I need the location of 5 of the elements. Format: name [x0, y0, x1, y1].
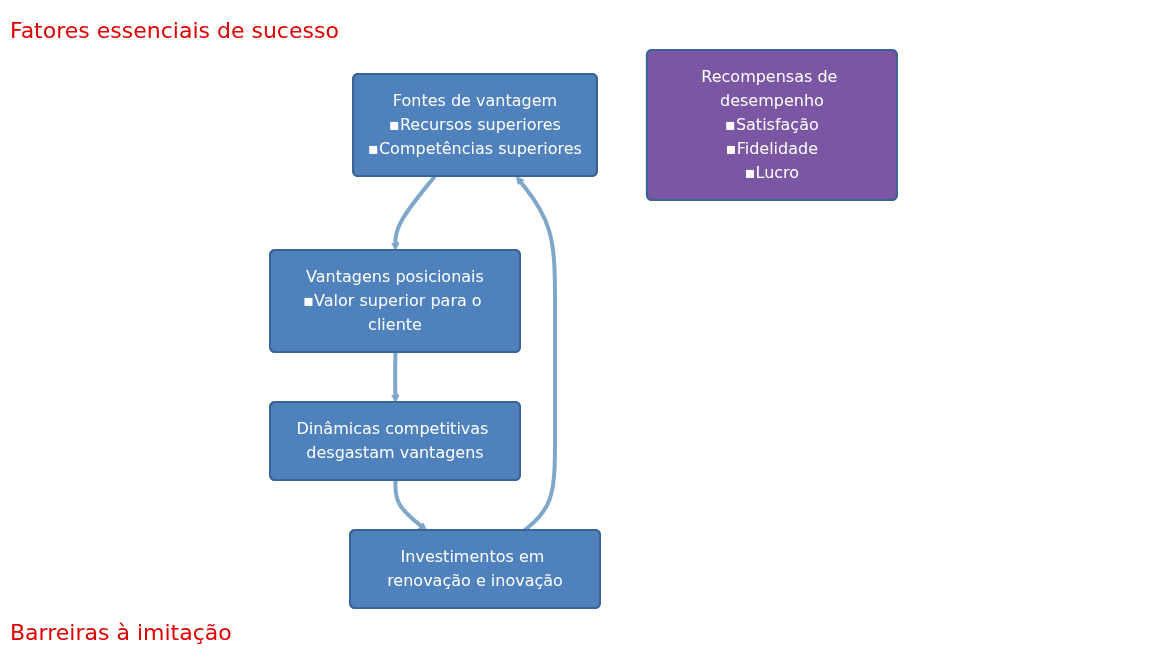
note-text: Fatores essenciais de sucesso	[10, 18, 339, 43]
arrow	[393, 480, 428, 531]
arrow	[391, 352, 400, 403]
arrow	[391, 175, 437, 251]
note-text: Barreiras à imitação	[10, 620, 232, 645]
